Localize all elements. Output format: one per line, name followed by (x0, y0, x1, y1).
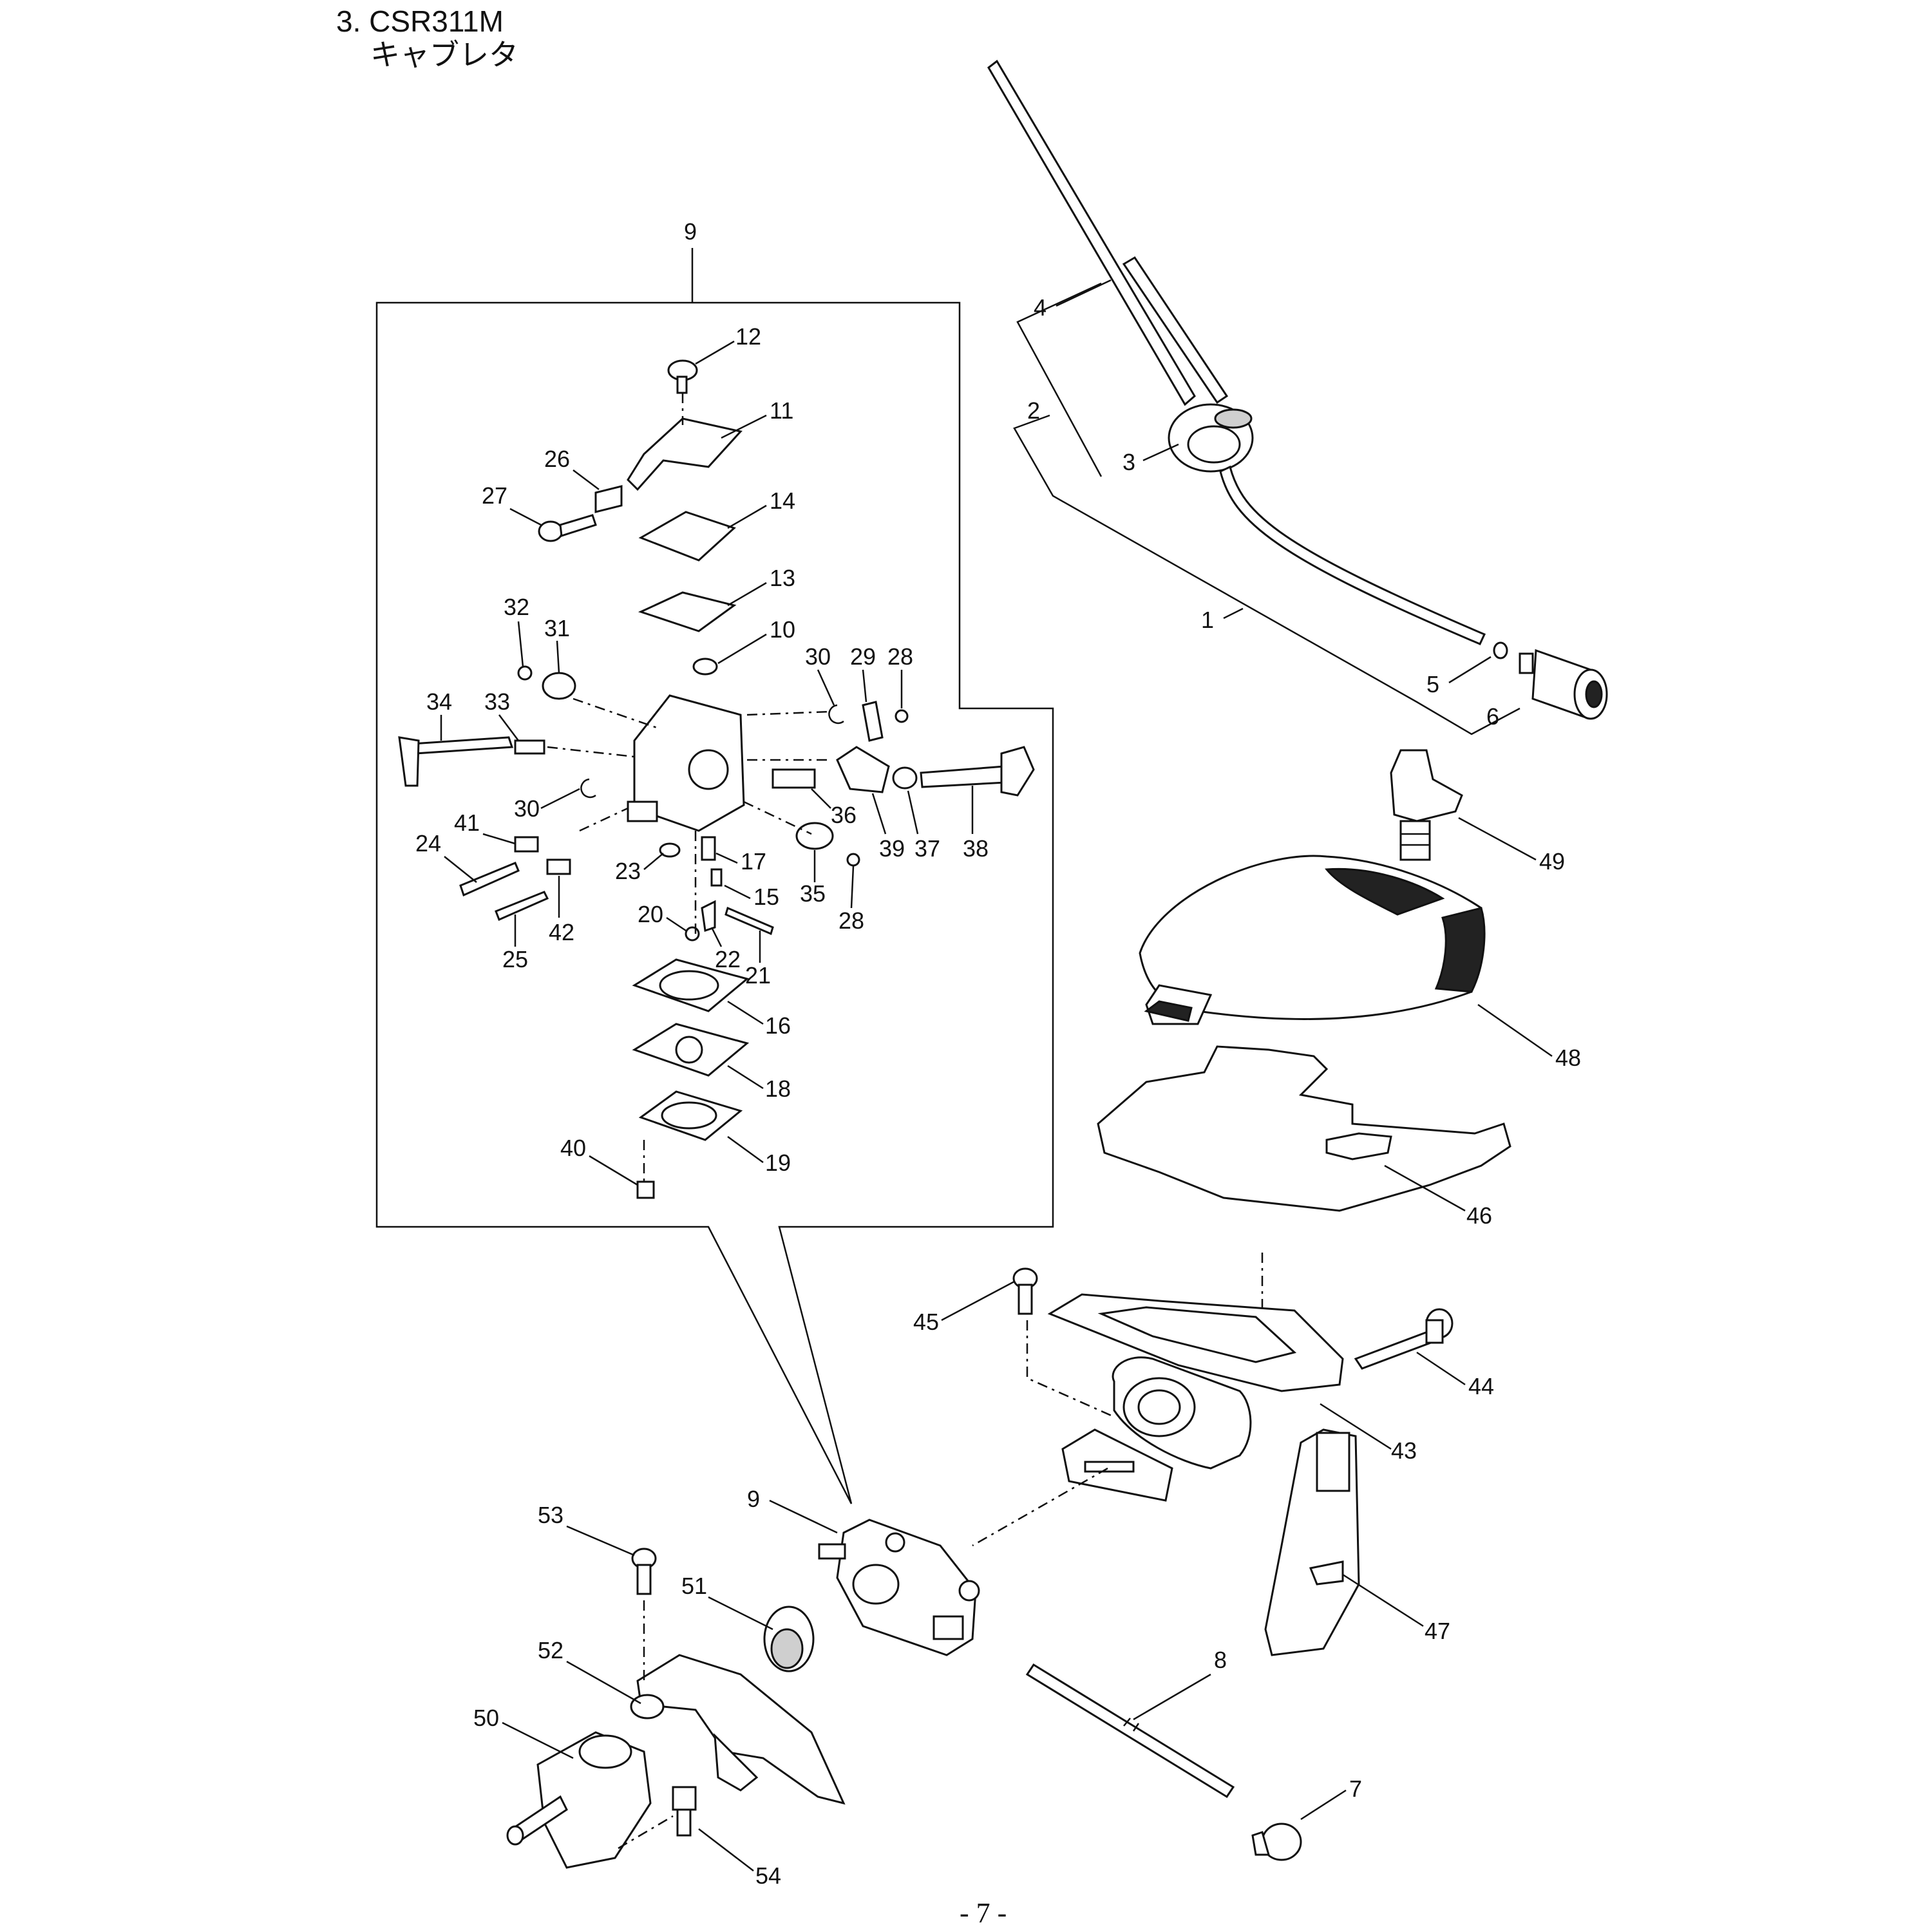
callout-13: 13 (770, 565, 795, 591)
callout-36: 36 (831, 802, 857, 828)
callout-2: 2 (1027, 397, 1040, 424)
section-subtitle: キャブレタ (370, 38, 518, 71)
callout-30: 30 (805, 643, 831, 670)
air-cleaner-base-43 (1047, 1293, 1344, 1502)
section-title: 3. CSR311M (336, 5, 504, 38)
gasket-51 (763, 1605, 815, 1672)
callout-42: 42 (549, 919, 574, 945)
callout-8: 8 (1214, 1647, 1227, 1673)
callout-54: 54 (755, 1862, 781, 1889)
callout-47: 47 (1425, 1618, 1450, 1644)
callout-10: 10 (770, 616, 795, 643)
callout-5: 5 (1426, 671, 1439, 697)
screw-53 (631, 1548, 657, 1595)
carburetor-9 (818, 1519, 980, 1656)
callout-19: 19 (765, 1150, 791, 1176)
callout-1: 1 (1201, 607, 1214, 633)
callout-33: 33 (484, 688, 510, 715)
callout-28b: 28 (838, 907, 864, 934)
callout-52: 52 (538, 1637, 564, 1663)
callout-29: 29 (850, 643, 876, 670)
callout-53: 53 (538, 1502, 564, 1528)
callout-24: 24 (415, 830, 441, 857)
fuel-hose-8 (1025, 1663, 1235, 1799)
callout-41: 41 (454, 810, 480, 836)
air-filter-46 (1097, 1045, 1511, 1212)
callout-23: 23 (615, 858, 641, 884)
callout-14: 14 (770, 488, 795, 514)
fuel-filter-6 (1493, 641, 1608, 720)
callout-35: 35 (800, 880, 826, 907)
grommet-3 (1168, 403, 1254, 473)
callout-labels: 1 2 3 4 5 6 7 8 9 9 10 11 12 13 14 (415, 218, 1581, 1889)
screw-54 (672, 1786, 697, 1837)
callout-12: 12 (735, 323, 761, 350)
callout-3: 3 (1122, 449, 1135, 475)
intake-pipe-50 (506, 1731, 652, 1869)
page-number: - 7 - (960, 1897, 1007, 1929)
callout-28: 28 (887, 643, 913, 670)
callout-15: 15 (753, 884, 779, 910)
callout-50: 50 (473, 1705, 499, 1731)
fuel-hose-1 (1219, 465, 1486, 645)
callout-9-top: 9 (684, 218, 697, 245)
bracket-4-3 (1016, 282, 1103, 477)
fuel-pipe-4 (987, 59, 1229, 406)
detail-parts (398, 359, 1035, 1199)
callout-11: 11 (770, 397, 793, 424)
callout-39: 39 (879, 835, 905, 862)
screw-45 (1012, 1267, 1038, 1315)
bracket-47 (1264, 1428, 1360, 1656)
tank-cap-49 (1390, 749, 1463, 861)
callout-43: 43 (1391, 1437, 1417, 1464)
callout-7: 7 (1349, 1776, 1362, 1802)
callout-20: 20 (638, 901, 663, 927)
callout-45: 45 (913, 1309, 939, 1335)
callout-25: 25 (502, 946, 528, 972)
callout-48: 48 (1555, 1045, 1581, 1071)
callout-44: 44 (1468, 1373, 1494, 1399)
callout-16: 16 (765, 1012, 791, 1039)
callout-27: 27 (482, 482, 507, 509)
callout-40: 40 (560, 1135, 586, 1161)
detail-frame (375, 301, 1054, 1504)
top-cover-48 (1139, 855, 1486, 1025)
callout-30b: 30 (514, 795, 540, 822)
callout-22: 22 (715, 946, 741, 972)
callout-51: 51 (681, 1573, 707, 1599)
insulator-52 (630, 1654, 846, 1805)
callout-18: 18 (765, 1075, 791, 1102)
callout-4: 4 (1034, 294, 1046, 321)
callout-32: 32 (504, 594, 529, 620)
callout-46: 46 (1466, 1202, 1492, 1229)
callout-31: 31 (544, 615, 570, 641)
bracket-2-1 (1013, 414, 1520, 735)
callout-37: 37 (914, 835, 940, 862)
callout-21: 21 (745, 962, 771, 989)
callout-17: 17 (741, 848, 766, 875)
callout-49: 49 (1539, 848, 1565, 875)
callout-26: 26 (544, 446, 570, 472)
screw-44 (1354, 1308, 1454, 1370)
callout-6: 6 (1486, 703, 1499, 730)
callout-38: 38 (963, 835, 989, 862)
callout-9: 9 (747, 1486, 760, 1512)
callout-34: 34 (426, 688, 452, 715)
primer-pump-7 (1251, 1823, 1302, 1861)
